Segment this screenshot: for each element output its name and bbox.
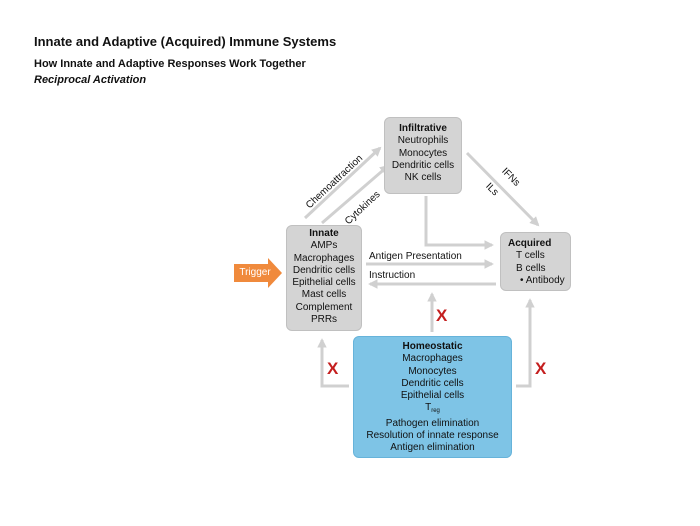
innate-item: Mast cells: [301, 289, 347, 301]
homeostatic-item: Resolution of innate response: [366, 430, 499, 442]
homeostatic-item: Macrophages: [402, 353, 463, 365]
arrow-cytokines: [321, 164, 390, 225]
homeostatic-item: Dendritic cells: [401, 377, 464, 389]
trigger-arrow: Trigger: [234, 258, 284, 288]
innate-item: AMPs: [310, 240, 338, 252]
innate-item: Dendritic cells: [292, 264, 356, 276]
acquired-heading: Acquired: [508, 238, 552, 249]
infiltrative-item: Dendritic cells: [391, 159, 455, 171]
innate-box: Innate AMPs Macrophages Dendritic cells …: [286, 225, 362, 331]
page-title: Innate and Adaptive (Acquired) Immune Sy…: [34, 34, 337, 49]
infiltrative-item: Neutrophils: [397, 135, 449, 147]
block-mark-right: X: [535, 359, 547, 378]
innate-item: Macrophages: [293, 252, 355, 264]
homeostatic-item-treg: Treg: [354, 402, 511, 417]
homeostatic-item: Antigen elimination: [390, 442, 475, 454]
arrow-homeostatic-to-innate: [317, 338, 349, 388]
infiltrative-item: NK cells: [404, 172, 442, 184]
infiltrative-item: Monocytes: [398, 147, 448, 159]
homeostatic-item: Pathogen elimination: [385, 417, 480, 429]
innate-item: Complement: [295, 301, 353, 313]
page-subsubtitle: Reciprocal Activation: [34, 74, 147, 86]
homeostatic-heading: Homeostatic: [402, 341, 463, 352]
arrow-homeostatic-to-acquired: [516, 298, 535, 388]
arrow-infiltrative-to-acquired: [424, 196, 494, 250]
trigger-label: Trigger: [239, 267, 271, 278]
innate-item: Epithelial cells: [292, 277, 356, 289]
block-mark-left: X: [327, 359, 339, 378]
block-mark-center: X: [436, 306, 448, 325]
innate-heading: Innate: [309, 228, 339, 239]
homeostatic-box: Homeostatic Macrophages Monocytes Dendri…: [353, 336, 512, 458]
page-subtitle: How Innate and Adaptive Responses Work T…: [34, 58, 306, 70]
innate-item: PRRs: [310, 314, 338, 326]
infiltrative-heading: Infiltrative: [399, 123, 447, 134]
acquired-item: • Antibody: [520, 274, 565, 286]
treg-subscript: reg: [431, 408, 440, 415]
acquired-item: T cells: [516, 250, 545, 262]
label-antigen-presentation: Antigen Presentation: [369, 251, 462, 262]
arrow-ifns-ils: [465, 151, 540, 227]
infiltrative-box: Infiltrative Neutrophils Monocytes Dendr…: [384, 117, 462, 194]
label-instruction: Instruction: [369, 270, 416, 281]
treg-main: T: [425, 402, 432, 414]
homeostatic-item: Epithelial cells: [400, 390, 465, 402]
trigger-arrow-shape: [234, 258, 282, 288]
arrow-chemoattraction: [303, 146, 382, 220]
acquired-box: Acquired T cells B cells • Antibody: [500, 232, 571, 291]
homeostatic-item: Monocytes: [408, 365, 457, 377]
acquired-item: B cells: [516, 262, 546, 274]
